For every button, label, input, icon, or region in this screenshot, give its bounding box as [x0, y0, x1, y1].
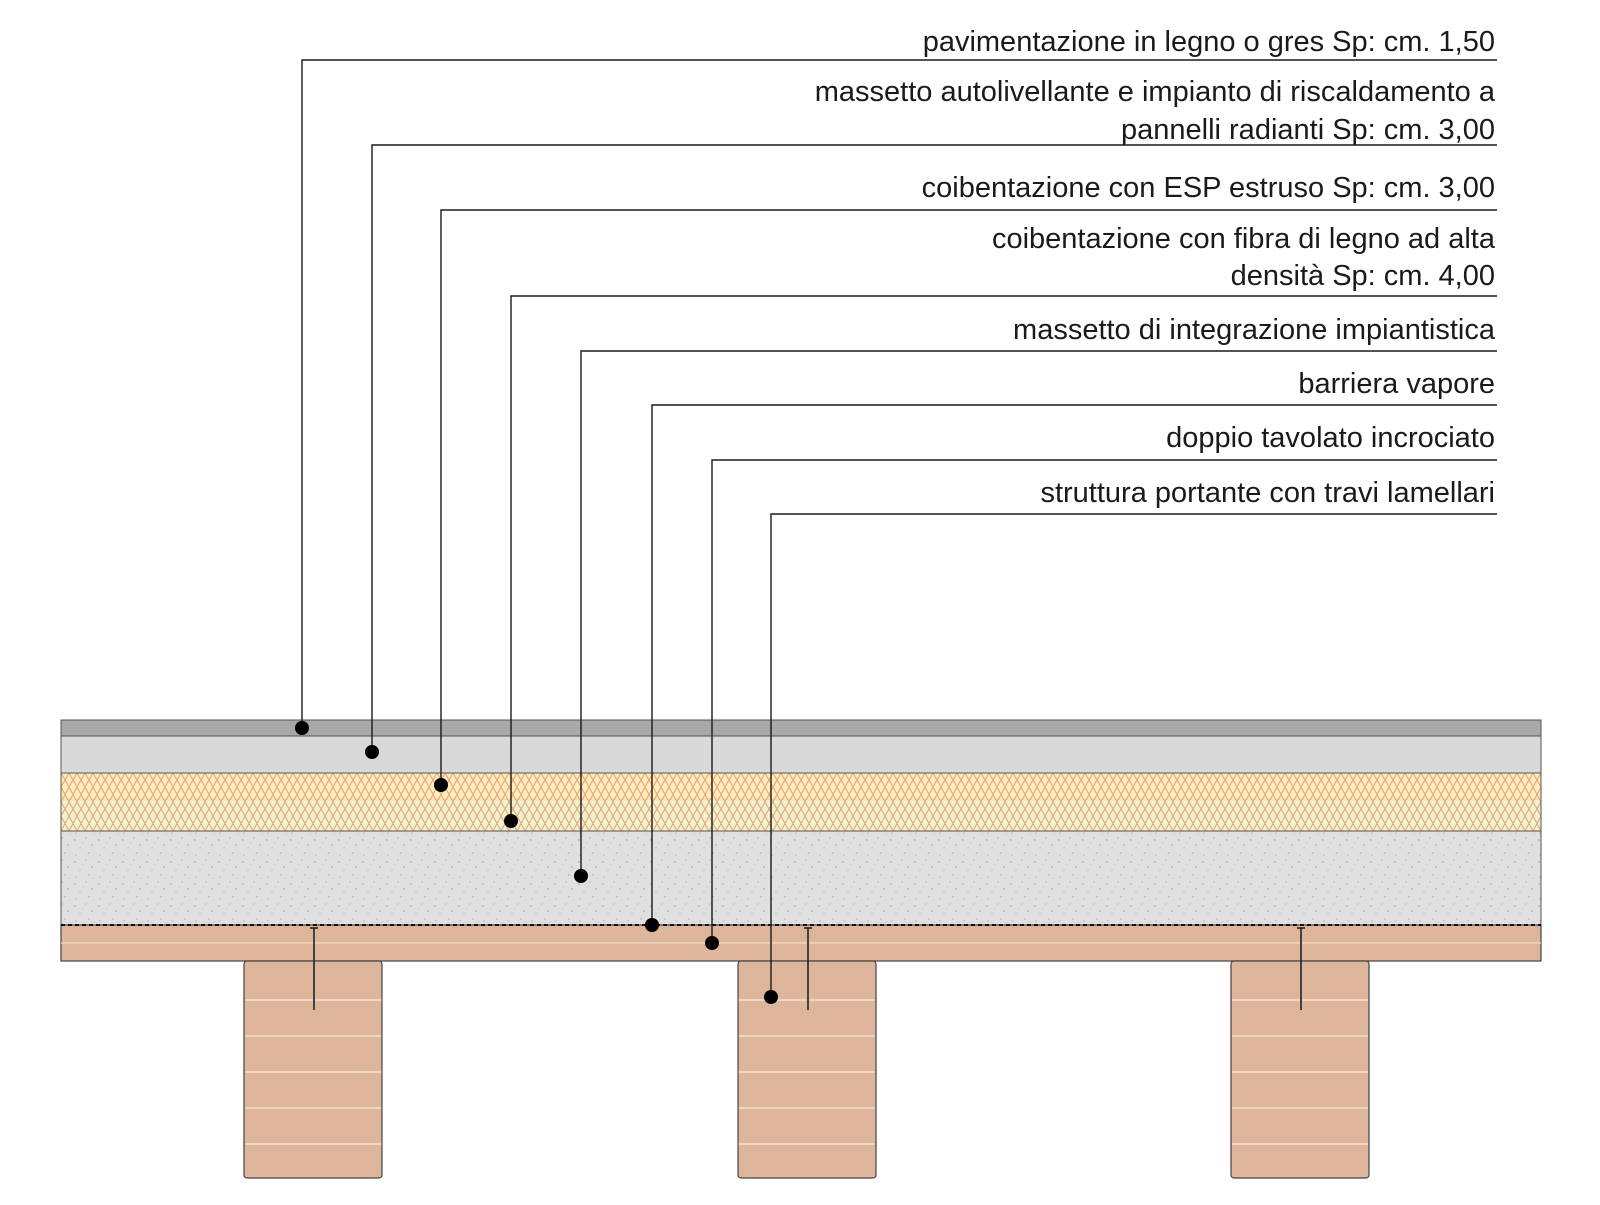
leader-dot: [365, 745, 379, 759]
layer-floor-finish: [60, 719, 1542, 737]
label-coibentazione-fibra: densità Sp: cm. 4,00: [1231, 260, 1495, 292]
label-coibentazione-fibra: coibentazione con fibra di legno ad alta: [992, 223, 1496, 255]
layer-self-leveling-screed: [60, 735, 1542, 774]
leader-barriera-vapore: [645, 404, 1497, 932]
leader-pavimentazione: [295, 59, 1497, 735]
glulam-beam: [243, 927, 383, 1179]
glulam-beams: [243, 927, 1370, 1179]
leader-dot: [645, 918, 659, 932]
leader-line: [371, 144, 1497, 752]
leader-dot: [705, 936, 719, 950]
label-coibentazione-esp: coibentazione con ESP estruso Sp: cm. 3,…: [922, 172, 1495, 204]
beam-body: [243, 960, 383, 1179]
glulam-beam: [737, 927, 877, 1179]
leader-dot: [764, 990, 778, 1004]
leader-struttura-portante: [764, 513, 1497, 1004]
beam-body: [737, 960, 877, 1179]
layer-services-screed: [60, 830, 1542, 926]
leader-lines: [295, 59, 1497, 1004]
leader-massetto-integrazione: [574, 350, 1497, 883]
leader-dot: [295, 721, 309, 735]
leader-dot: [504, 814, 518, 828]
label-struttura-portante: struttura portante con travi lamellari: [1040, 477, 1495, 509]
label-massetto-autolivellante: pannelli radianti Sp: cm. 3,00: [1121, 114, 1495, 146]
label-doppio-tavolato: doppio tavolato incrociato: [1166, 422, 1495, 454]
leader-line: [440, 209, 1497, 785]
leader-line: [711, 459, 1497, 943]
insulation-zigzag-pattern: [60, 772, 1542, 832]
leader-line: [580, 350, 1497, 876]
leader-massetto-autolivellante: [365, 144, 1497, 759]
layer-labels: pavimentazione in legno o gres Sp: cm. 1…: [815, 26, 1496, 509]
label-massetto-autolivellante: massetto autolivellante e impianto di ri…: [815, 76, 1496, 108]
leader-coibentazione-esp: [434, 209, 1497, 792]
leader-dot: [574, 869, 588, 883]
label-pavimentazione: pavimentazione in legno o gres Sp: cm. 1…: [923, 26, 1495, 58]
leader-line: [510, 295, 1497, 821]
leader-dot: [434, 778, 448, 792]
beam-body: [1230, 960, 1370, 1179]
leader-coibentazione-fibra: [504, 295, 1497, 828]
leader-line: [651, 404, 1497, 925]
leader-line: [301, 59, 1497, 728]
leader-doppio-tavolato: [705, 459, 1497, 950]
label-massetto-integrazione: massetto di integrazione impiantistica: [1013, 314, 1496, 346]
glulam-beam: [1230, 927, 1370, 1179]
leader-line: [770, 513, 1497, 997]
label-barriera-vapore: barriera vapore: [1298, 368, 1495, 400]
